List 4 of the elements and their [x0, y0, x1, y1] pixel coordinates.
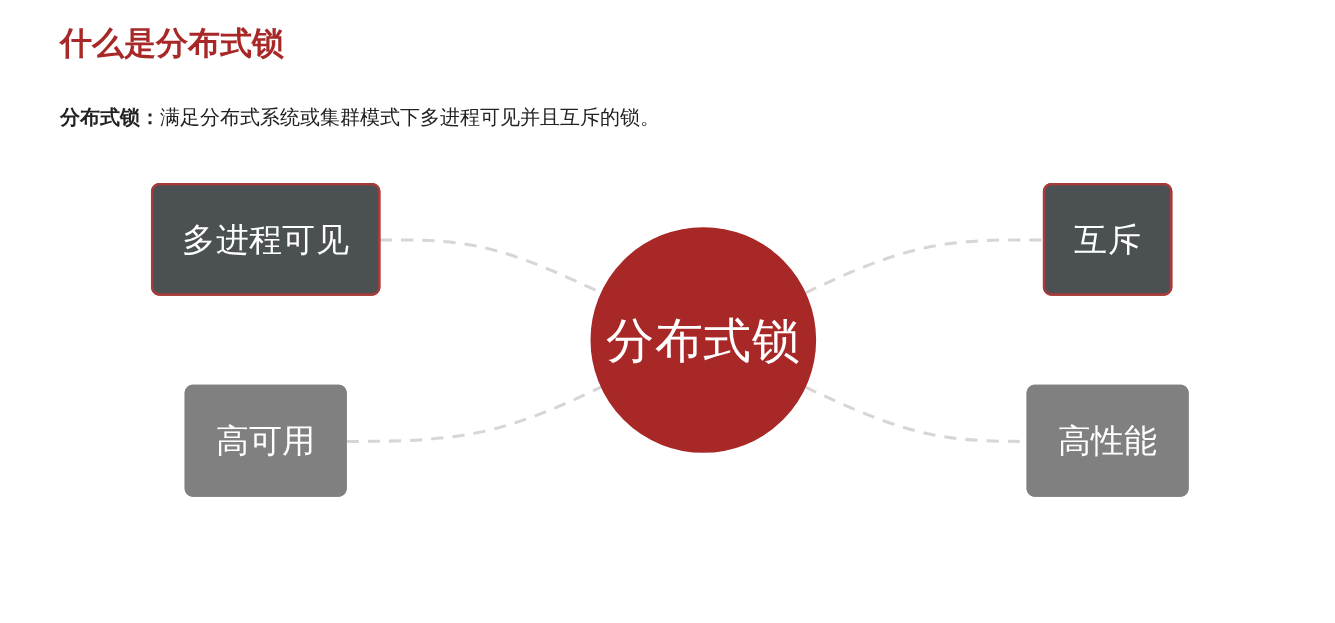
connector	[346, 385, 603, 443]
description-text: 分布式锁：满足分布式系统或集群模式下多进程可见并且互斥的锁。	[60, 104, 660, 131]
title: 什么是分布式锁	[60, 23, 284, 64]
node-circle: 分布式锁	[590, 227, 817, 453]
